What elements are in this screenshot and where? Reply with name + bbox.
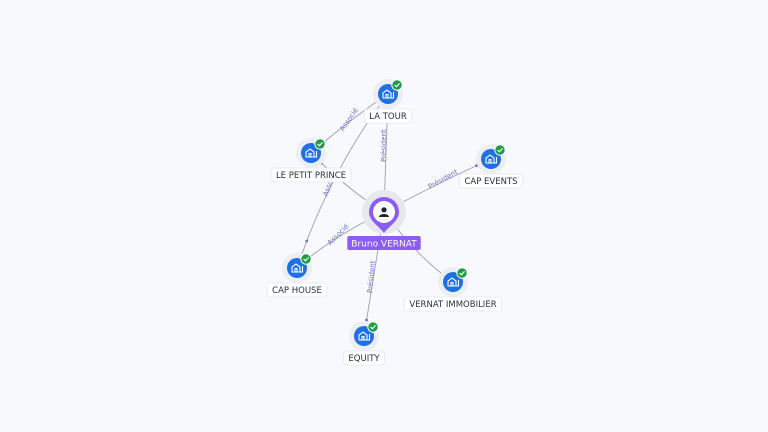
check-icon — [456, 267, 468, 279]
edge-label: Président — [366, 260, 377, 293]
company-label-box — [270, 167, 352, 183]
edge-label: Associé — [338, 106, 360, 132]
company-label-box — [363, 108, 413, 124]
person-name: Bruno VERNAT — [351, 240, 417, 250]
company-name: CAP EVENTS — [464, 177, 517, 187]
company-node-vernat-immobilier[interactable]: VERNAT IMMOBILIER — [403, 267, 503, 312]
edge-label: Associé — [326, 223, 350, 247]
edge-arrow — [365, 318, 368, 322]
company-name: LA TOUR — [369, 112, 407, 122]
check-icon — [367, 321, 379, 333]
building-icon — [358, 331, 371, 341]
check-icon — [391, 79, 403, 91]
person-label-box — [347, 236, 421, 250]
edge-label: Président — [427, 168, 459, 191]
building-icon — [447, 277, 460, 287]
company-node-equity[interactable]: EQUITY — [343, 321, 385, 366]
company-name: VERNAT IMMOBILIER — [409, 300, 496, 310]
person-icon — [379, 207, 389, 217]
company-label-box — [403, 296, 503, 312]
check-icon — [494, 144, 506, 156]
company-name: EQUITY — [348, 354, 380, 364]
edge-label: Président — [380, 129, 388, 162]
company-node-cap-events[interactable]: CAP EVENTS — [459, 144, 523, 189]
building-icon — [382, 89, 395, 99]
center-node[interactable]: Bruno VERNAT — [347, 190, 421, 250]
check-icon — [300, 253, 312, 265]
company-label-box — [266, 282, 328, 298]
building-icon — [291, 263, 304, 273]
company-node-cap-house[interactable]: CAP HOUSE — [266, 253, 328, 298]
company-label-box — [343, 350, 385, 366]
building-icon — [305, 148, 318, 158]
nodes-layer: LA TOUR LE PETIT PRINCE CAP EVENTS CAP HOUS… — [266, 79, 523, 366]
edge-arrow — [305, 239, 309, 243]
company-name: LE PETIT PRINCE — [276, 171, 346, 181]
check-icon — [314, 138, 326, 150]
company-node-le-petit-prince[interactable]: LE PETIT PRINCE — [270, 138, 352, 183]
company-node-la-tour[interactable]: LA TOUR — [363, 79, 413, 124]
building-icon — [485, 154, 498, 164]
company-label-box — [459, 173, 523, 189]
company-name: CAP HOUSE — [272, 286, 322, 296]
